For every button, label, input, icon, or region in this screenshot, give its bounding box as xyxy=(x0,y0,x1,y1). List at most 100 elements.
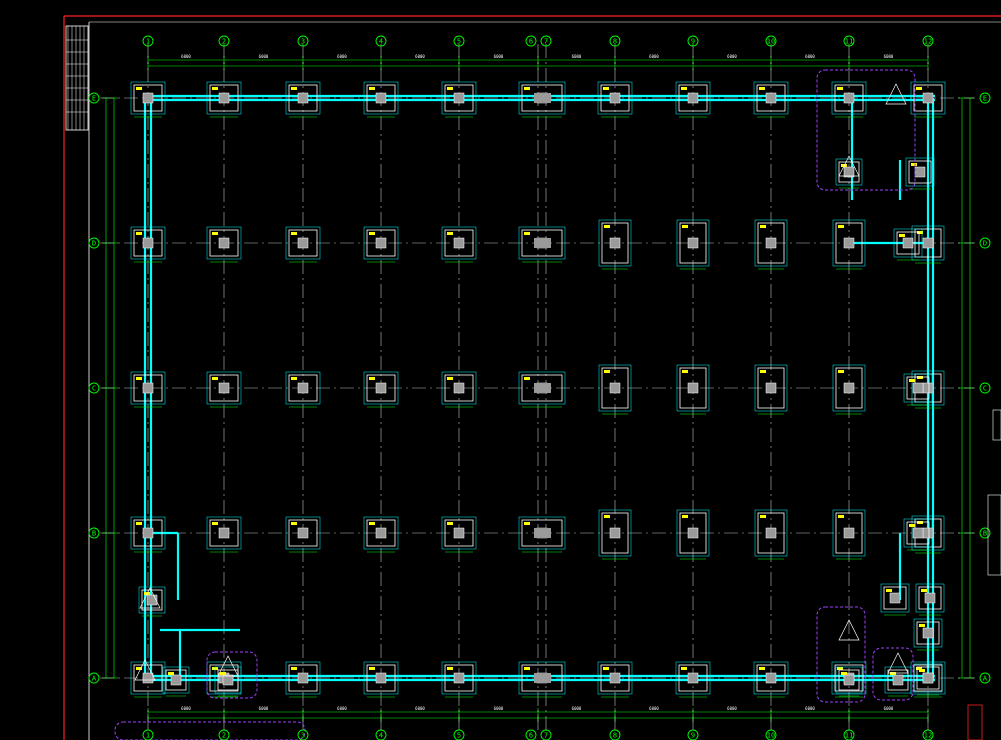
column-footing xyxy=(905,157,935,190)
column-footing xyxy=(130,226,166,263)
footing-dim-box xyxy=(441,371,477,405)
column-footing xyxy=(363,661,399,698)
pedestal xyxy=(889,592,901,604)
pedestal xyxy=(843,674,855,686)
column-axis-bubble-top: 5 xyxy=(453,35,465,47)
axis-bubble-circle xyxy=(88,382,100,394)
column-footing xyxy=(363,371,399,408)
footing-dim-box xyxy=(285,516,321,550)
footing-outline xyxy=(444,519,474,547)
pedestal xyxy=(142,672,154,684)
footing-tag xyxy=(447,522,453,525)
dimension-text: 6000 xyxy=(884,706,894,711)
axis-bubble-label: A xyxy=(92,675,97,683)
footing-tag xyxy=(838,515,844,518)
column-footing xyxy=(285,661,321,698)
footing-outline xyxy=(521,519,563,547)
drawing-frame xyxy=(63,15,1001,740)
ramp-footing xyxy=(217,655,239,677)
row-axis-bubble-right: E xyxy=(979,92,991,104)
footing-dim-box xyxy=(285,661,321,695)
footing-outline xyxy=(678,84,708,112)
pedestal xyxy=(687,92,699,104)
axis-bubble-label: D xyxy=(983,240,987,248)
footing-outline xyxy=(288,519,318,547)
footing-tag xyxy=(291,232,297,235)
column-axis-bubble-top: 10 xyxy=(765,35,777,47)
footing-outline xyxy=(209,229,239,257)
pedestal xyxy=(453,92,465,104)
axis-bubble-label: 12 xyxy=(924,732,932,740)
footing-outline xyxy=(838,161,860,183)
footing-outline xyxy=(896,231,920,255)
footing-outline xyxy=(835,367,863,409)
column-axis-bubble-bottom: 9 xyxy=(687,729,699,740)
footing-dim-box xyxy=(903,518,933,548)
footing-tag xyxy=(524,232,530,235)
axis-bubble-label: 8 xyxy=(613,732,617,740)
footing-outline xyxy=(834,84,864,112)
footing-dim-box xyxy=(753,81,789,115)
axis-bubble-label: B xyxy=(983,530,987,538)
column-footing xyxy=(206,226,242,263)
column-footing xyxy=(884,666,912,697)
axis-bubble-label: C xyxy=(983,385,987,393)
footing-outline xyxy=(444,374,474,402)
pedestal xyxy=(609,382,621,394)
footing-tag xyxy=(136,87,142,90)
column-footing xyxy=(754,509,788,560)
footing-tag xyxy=(682,225,688,228)
pedestal xyxy=(218,92,230,104)
column-footing xyxy=(285,81,321,118)
footing-dim-box xyxy=(206,226,242,260)
axis-bubble-circle xyxy=(525,729,537,740)
footing-tag xyxy=(136,522,142,525)
pedestal xyxy=(912,382,924,394)
footing-tag xyxy=(136,377,142,380)
axis-bubble-label: B xyxy=(92,530,96,538)
footing-outline xyxy=(209,84,239,112)
footing-outline xyxy=(679,367,707,409)
pedestal xyxy=(375,92,387,104)
footing-dim-box xyxy=(285,226,321,260)
column-footing xyxy=(831,81,867,118)
column-footing xyxy=(832,509,866,560)
dimension-text: 6000 xyxy=(494,706,504,711)
axis-bubble-circle xyxy=(375,35,387,47)
footing-tag xyxy=(604,515,610,518)
footing-tag xyxy=(447,377,453,380)
footing-tag xyxy=(603,87,609,90)
axis-bubble-label: 6 xyxy=(529,38,533,46)
footing-dim-box xyxy=(676,219,710,267)
footing-outline xyxy=(757,512,785,554)
column-axis-bubble-bottom: 8 xyxy=(609,729,621,740)
footing-outline xyxy=(366,229,396,257)
footing-outline xyxy=(288,229,318,257)
column-footing xyxy=(363,226,399,263)
pedestal xyxy=(453,527,465,539)
axis-bubble-label: 1 xyxy=(146,38,150,46)
footing-outline xyxy=(444,84,474,112)
footing-tag xyxy=(921,589,927,592)
dimension-text: 6000 xyxy=(259,706,269,711)
footing-tag xyxy=(291,377,297,380)
pedestal xyxy=(843,527,855,539)
footing-outline xyxy=(165,669,187,691)
pedestal xyxy=(924,592,936,604)
column-axis-bubble-bottom: 4 xyxy=(375,729,387,740)
pedestal xyxy=(375,382,387,394)
axis-bubble-label: C xyxy=(92,385,96,393)
column-footing xyxy=(206,516,242,553)
column-footing xyxy=(903,518,933,551)
column-footing xyxy=(598,509,632,560)
pedestal xyxy=(609,92,621,104)
pedestal xyxy=(922,527,934,539)
footing-outline xyxy=(916,666,940,690)
footing-tag xyxy=(603,667,609,670)
footing-dim-box xyxy=(675,81,711,115)
pedestal xyxy=(765,527,777,539)
pedestal xyxy=(375,237,387,249)
axis-bubble-label: 8 xyxy=(613,38,617,46)
pedestal xyxy=(843,237,855,249)
